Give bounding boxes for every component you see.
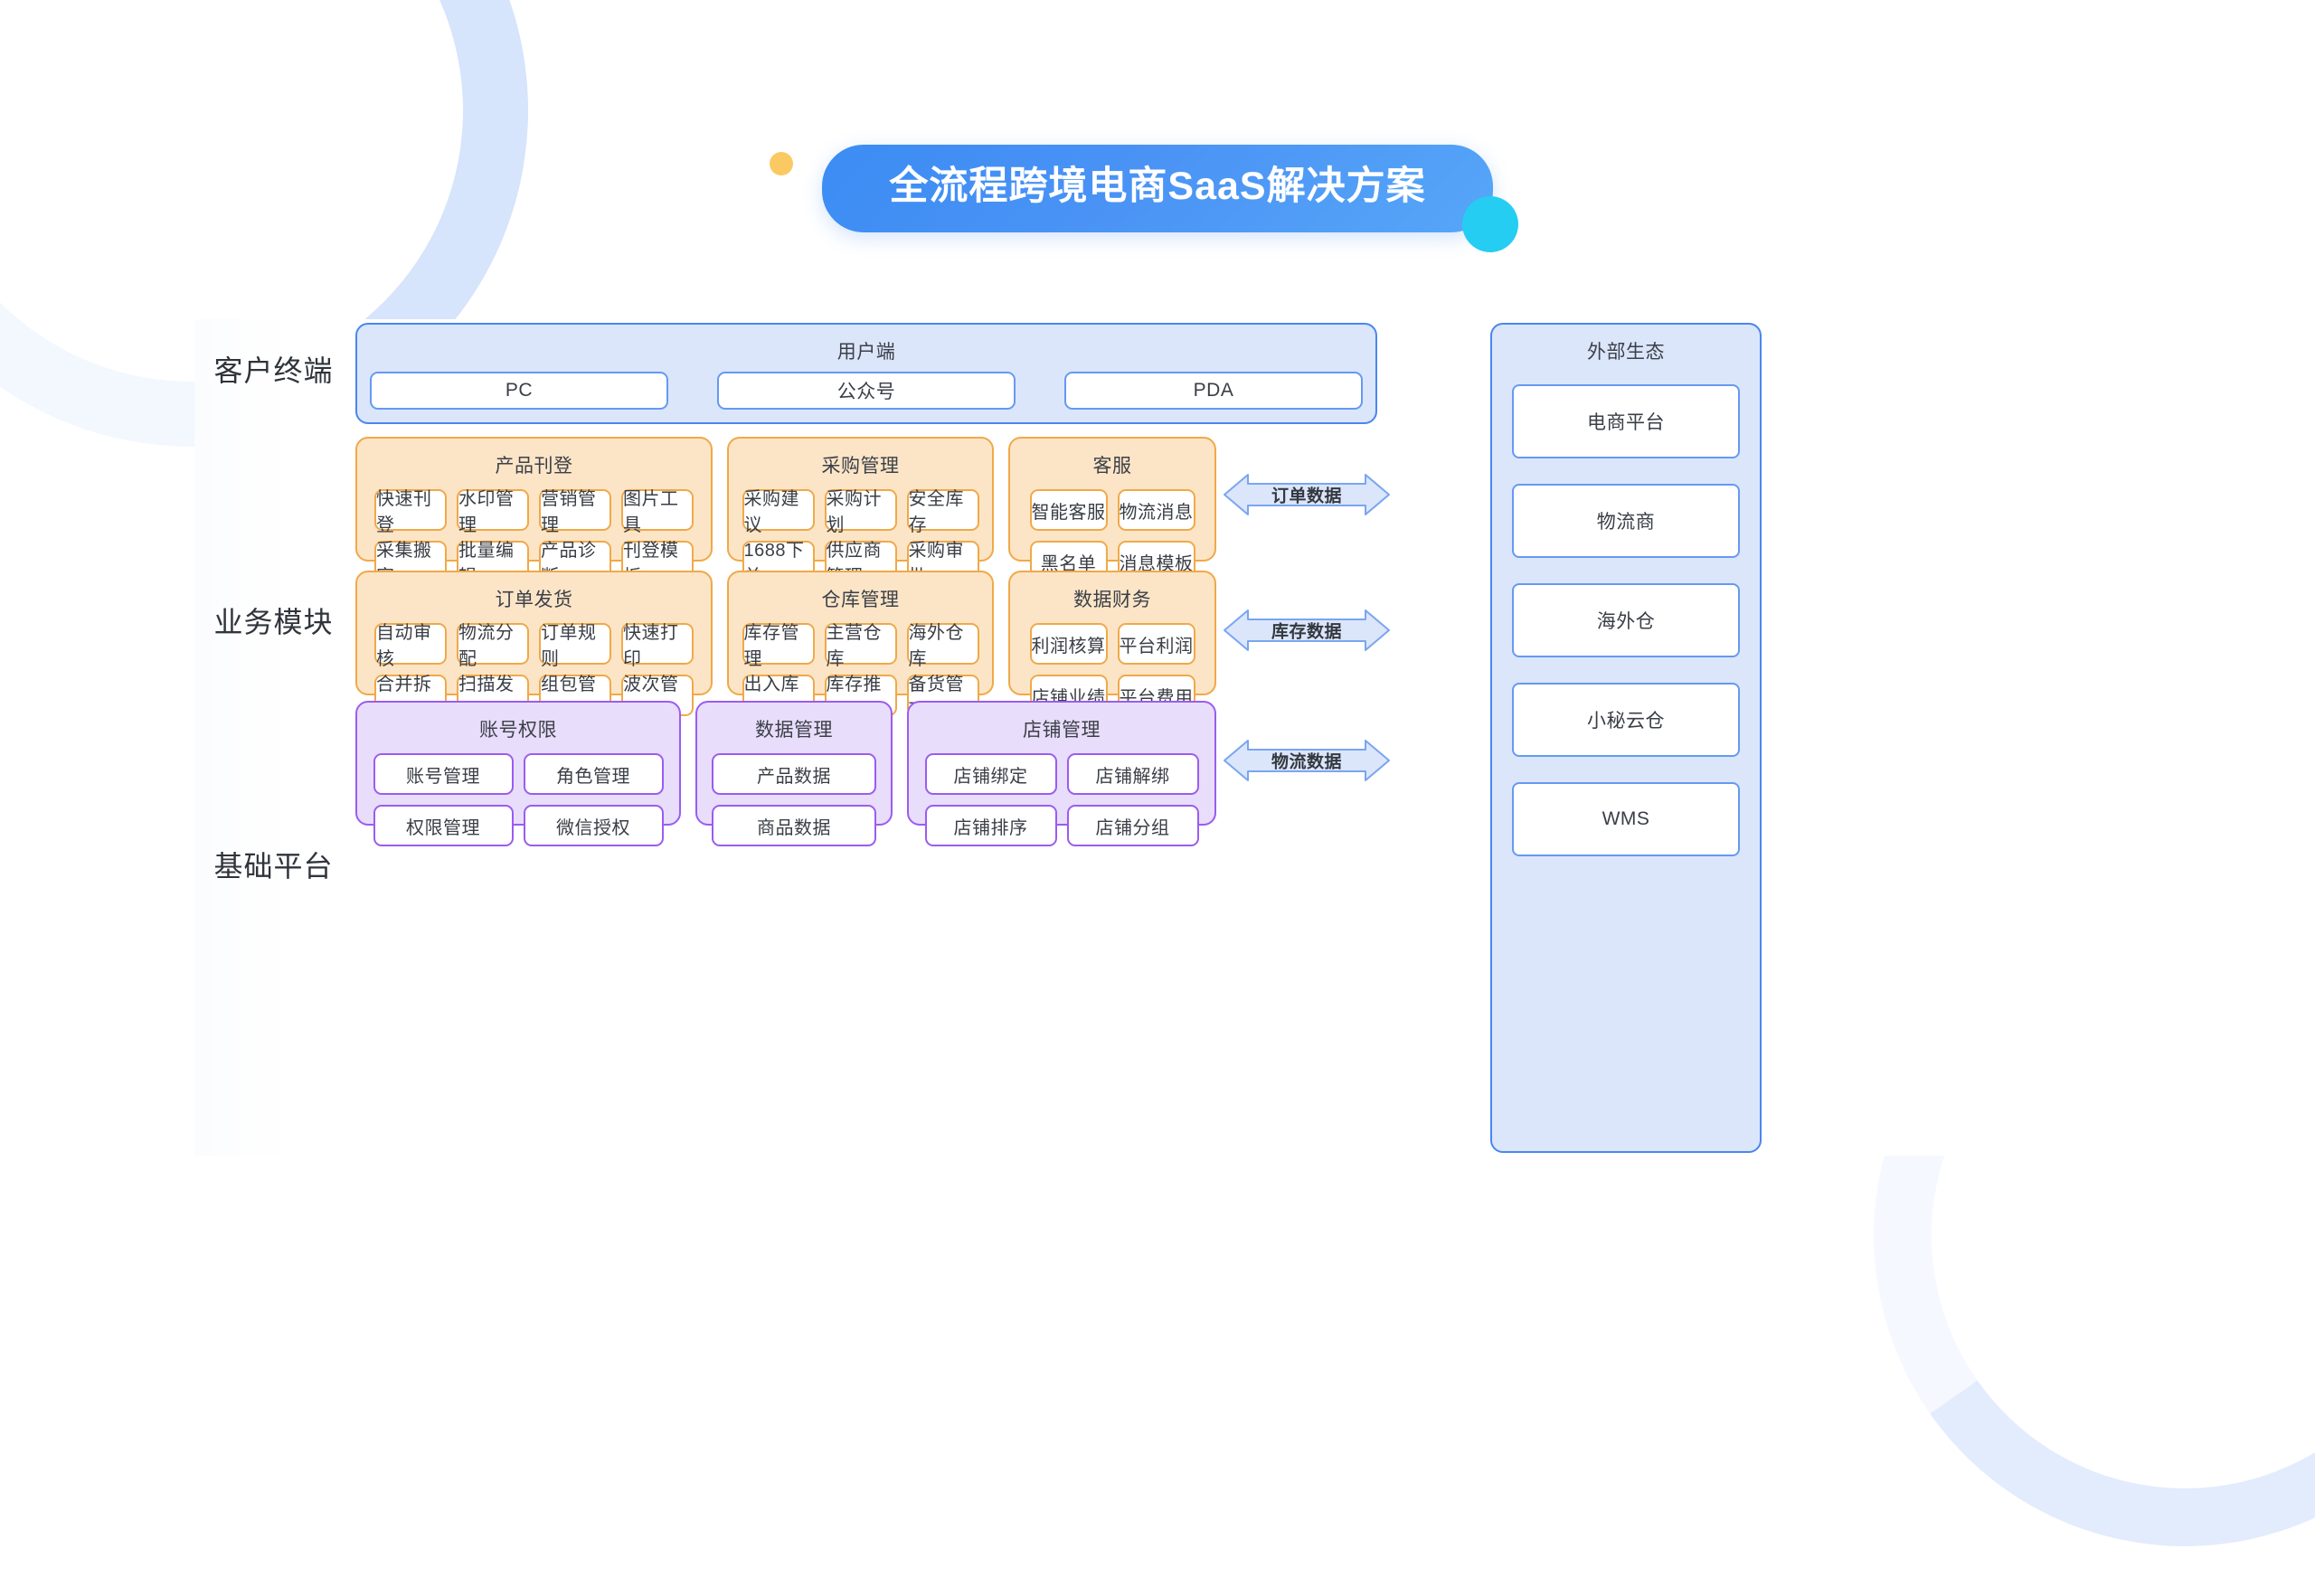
cyan-dot-icon [1461, 196, 1518, 253]
tile-logistics-provider[interactable]: 物流商 [1512, 484, 1740, 558]
tile-pda[interactable]: PDA [1064, 372, 1363, 410]
group-purchase-management: 采购管理 采购建议 采购计划 安全库存 1688下单 供应商管理 采购审批 [727, 437, 994, 587]
tile-list: 店铺绑定 店铺解绑 店铺排序 店铺分组 [909, 742, 1214, 859]
group-store-management: 店铺管理 店铺绑定 店铺解绑 店铺排序 店铺分组 [907, 701, 1216, 846]
connector-inventory-data: 库存数据 [1221, 607, 1393, 654]
group-title: 数据管理 [755, 720, 833, 741]
connector-logistics-data: 物流数据 [1221, 737, 1393, 784]
row-label-business: 业务模块 [213, 606, 334, 638]
tile-ecommerce-platform[interactable]: 电商平台 [1512, 384, 1740, 458]
yellow-dot-icon [770, 152, 794, 175]
page-title: 全流程跨境电商SaaS解决方案 [822, 145, 1493, 233]
architecture-board: 客户终端 业务模块 基础平台 用户端 PC 公众号 PDA 外部生态 电商平台 … [194, 319, 2170, 1156]
tile-auto-review[interactable]: 自动审核 [374, 623, 447, 669]
tile-list: 产品数据 商品数据 [697, 742, 891, 859]
tile-profit-accounting[interactable]: 利润核算 [1029, 623, 1108, 665]
tile-logistics-message[interactable]: 物流消息 [1117, 489, 1195, 531]
tile-quick-listing[interactable]: 快速刊登 [374, 489, 447, 535]
group-title: 数据财务 [1073, 590, 1151, 610]
tile-goods-data[interactable]: 商品数据 [712, 805, 876, 846]
tile-list: 自动审核 物流分配 订单规则 快速打印 合并拆分 扫描发货 组包管理 波次管理 [357, 612, 711, 729]
group-title: 仓库管理 [821, 590, 900, 610]
tile-store-unbind[interactable]: 店铺解绑 [1066, 753, 1199, 795]
tile-overseas-warehouse[interactable]: 海外仓库 [906, 623, 979, 669]
group-title: 店铺管理 [1023, 720, 1101, 741]
tile-list: 账号管理 角色管理 权限管理 微信授权 [357, 742, 679, 859]
tile-store-group[interactable]: 店铺分组 [1066, 805, 1199, 846]
row-label-platform: 基础平台 [213, 850, 334, 883]
group-title: 采购管理 [821, 456, 900, 477]
group-title: 产品刊登 [495, 456, 573, 477]
group-title: 账号权限 [479, 720, 557, 741]
tile-platform-profit[interactable]: 平台利润 [1117, 623, 1195, 665]
group-data-finance: 数据财务 利润核算 平台利润 店铺业绩 平台费用 [1008, 571, 1216, 716]
group-account-permission: 账号权限 账号管理 角色管理 权限管理 微信授权 [355, 701, 681, 846]
title-area: 全流程跨境电商SaaS解决方案 [770, 145, 1518, 253]
tile-main-warehouse[interactable]: 主营仓库 [824, 623, 897, 669]
tile-smart-customer-service[interactable]: 智能客服 [1029, 489, 1108, 531]
tile-account-management[interactable]: 账号管理 [373, 753, 514, 795]
group-title: 用户端 [836, 342, 896, 363]
tile-watermark-management[interactable]: 水印管理 [457, 489, 529, 535]
tile-purchase-suggestion[interactable]: 采购建议 [742, 489, 815, 535]
tile-marketing-management[interactable]: 营销管理 [539, 489, 611, 535]
tile-list: PC 公众号 PDA [357, 364, 1375, 410]
group-warehouse-management: 仓库管理 库存管理 主营仓库 海外仓库 出入库管理 库存推送 备货管理 [727, 571, 994, 721]
group-client-terminal: 用户端 PC 公众号 PDA [355, 323, 1377, 424]
tile-permission-management[interactable]: 权限管理 [373, 805, 514, 846]
tile-product-data[interactable]: 产品数据 [712, 753, 876, 795]
tile-logistics-allocation[interactable]: 物流分配 [457, 623, 529, 669]
group-product-listing: 产品刊登 快速刊登 水印管理 营销管理 图片工具 采集搬家 批量编辑 产品诊断 … [355, 437, 713, 587]
tile-list: 电商平台 物流商 海外仓 小秘云仓 WMS [1492, 364, 1760, 856]
board-content: 用户端 PC 公众号 PDA 外部生态 电商平台 物流商 海外仓 小秘云仓 WM… [355, 319, 2173, 1156]
row-label-client: 客户终端 [213, 354, 334, 387]
group-order-shipping: 订单发货 自动审核 物流分配 订单规则 快速打印 合并拆分 扫描发货 组包管理 … [355, 571, 713, 721]
tile-purchase-plan[interactable]: 采购计划 [824, 489, 897, 535]
group-title: 客服 [1092, 456, 1132, 477]
tile-overseas-warehouse[interactable]: 海外仓 [1512, 583, 1740, 657]
tile-inventory-management[interactable]: 库存管理 [742, 623, 815, 669]
tile-xiaomi-cloud-warehouse[interactable]: 小秘云仓 [1512, 683, 1740, 757]
tile-quick-print[interactable]: 快速打印 [621, 623, 694, 669]
group-title: 外部生态 [1587, 342, 1665, 363]
tile-list: 库存管理 主营仓库 海外仓库 出入库管理 库存推送 备货管理 [729, 612, 992, 729]
tile-safety-stock[interactable]: 安全库存 [906, 489, 979, 535]
tile-pc[interactable]: PC [370, 372, 668, 410]
tile-store-sort[interactable]: 店铺排序 [924, 805, 1057, 846]
tile-store-bind[interactable]: 店铺绑定 [924, 753, 1057, 795]
tile-order-rules[interactable]: 订单规则 [539, 623, 611, 669]
connector-order-data: 订单数据 [1221, 471, 1393, 518]
tile-official-account[interactable]: 公众号 [717, 372, 1016, 410]
group-customer-service: 客服 智能客服 物流消息 黑名单 消息模板 [1008, 437, 1216, 582]
tile-wms[interactable]: WMS [1512, 782, 1740, 856]
group-external-ecosystem: 外部生态 电商平台 物流商 海外仓 小秘云仓 WMS [1490, 323, 1762, 1153]
title-bar: 全流程跨境电商SaaS解决方案 [0, 145, 2315, 253]
tile-wechat-authorization[interactable]: 微信授权 [523, 805, 664, 846]
tile-image-tools[interactable]: 图片工具 [621, 489, 694, 535]
group-title: 订单发货 [495, 590, 573, 610]
group-data-management: 数据管理 产品数据 商品数据 [695, 701, 893, 846]
tile-role-management[interactable]: 角色管理 [523, 753, 664, 795]
row-label-column: 客户终端 业务模块 基础平台 [194, 319, 353, 1156]
